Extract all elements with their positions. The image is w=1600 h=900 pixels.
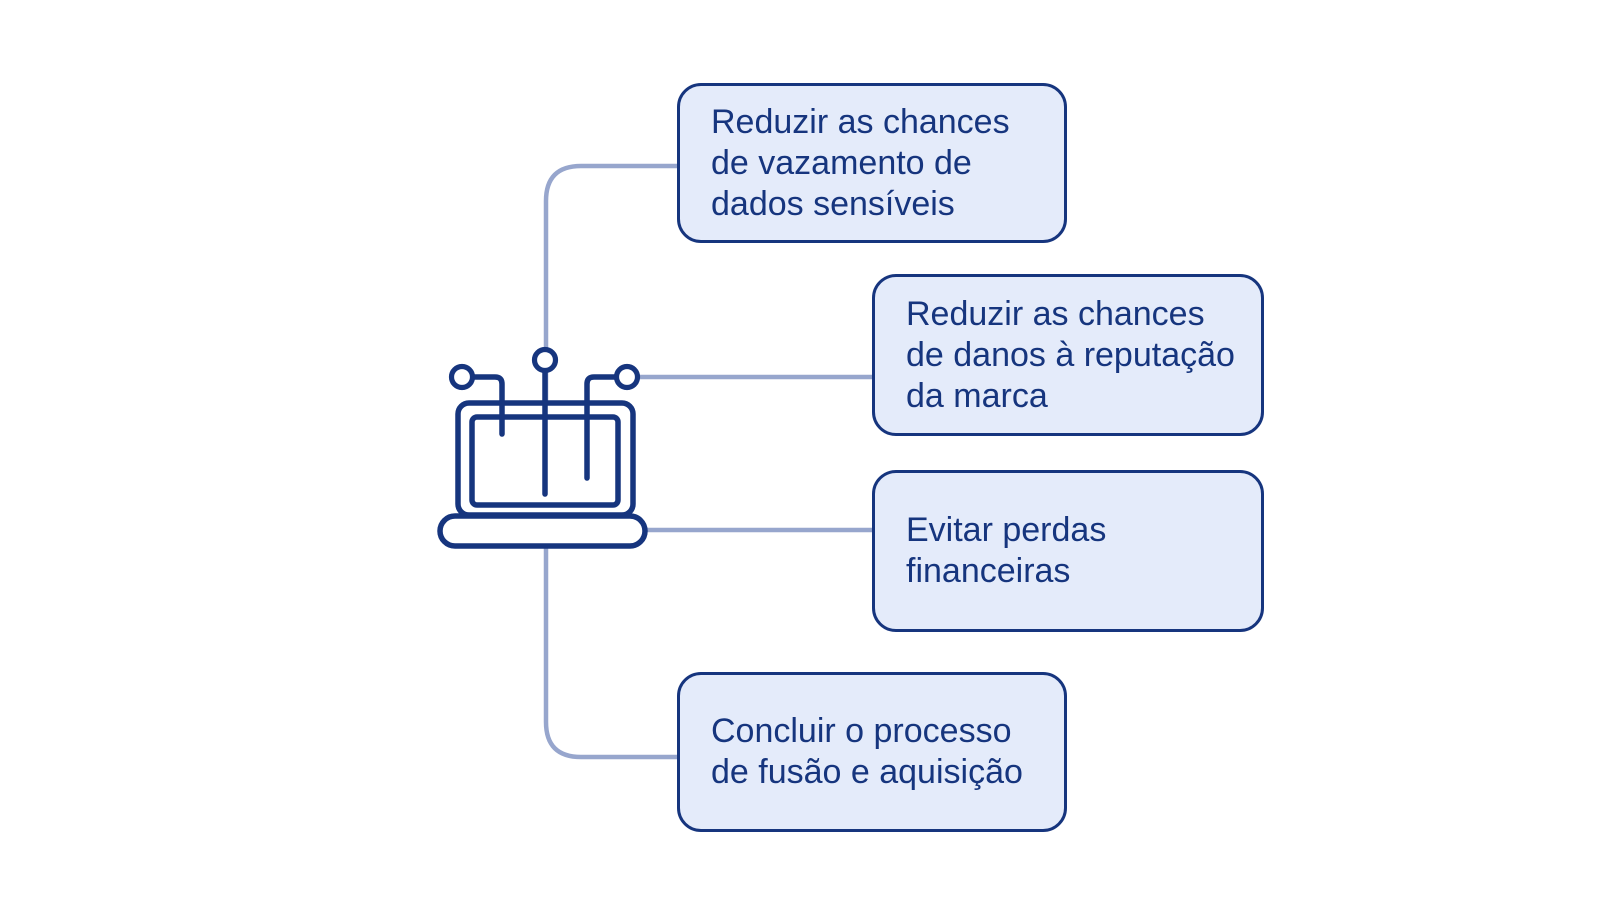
- laptop-network-icon: [437, 346, 648, 549]
- antenna-right-line: [584, 374, 619, 481]
- diagram-node-3: Evitar perdas financeiras: [872, 470, 1264, 632]
- connector-to-node-1: [543, 163, 679, 445]
- diagram-node-4: Concluir o processo de fusão e aquisição: [677, 672, 1067, 832]
- diagram-node-2: Reduzir as chances de danos à reputação …: [872, 274, 1264, 436]
- antenna-left-dot: [448, 363, 476, 391]
- diagram-node-1: Reduzir as chances de vazamento de dados…: [677, 83, 1067, 243]
- connector-to-node-4: [543, 540, 679, 760]
- antenna-middle-dot: [531, 346, 559, 374]
- antenna-left-line: [471, 374, 505, 437]
- antenna-right-dot: [613, 363, 641, 391]
- node-3-label: Evitar perdas financeiras: [906, 511, 1107, 590]
- node-2-label: Reduzir as chances de danos à reputação …: [906, 294, 1235, 415]
- node-1-label: Reduzir as chances de vazamento de dados…: [711, 102, 1010, 223]
- node-4-label: Concluir o processo de fusão e aquisição: [711, 712, 1023, 791]
- laptop-base: [437, 513, 648, 549]
